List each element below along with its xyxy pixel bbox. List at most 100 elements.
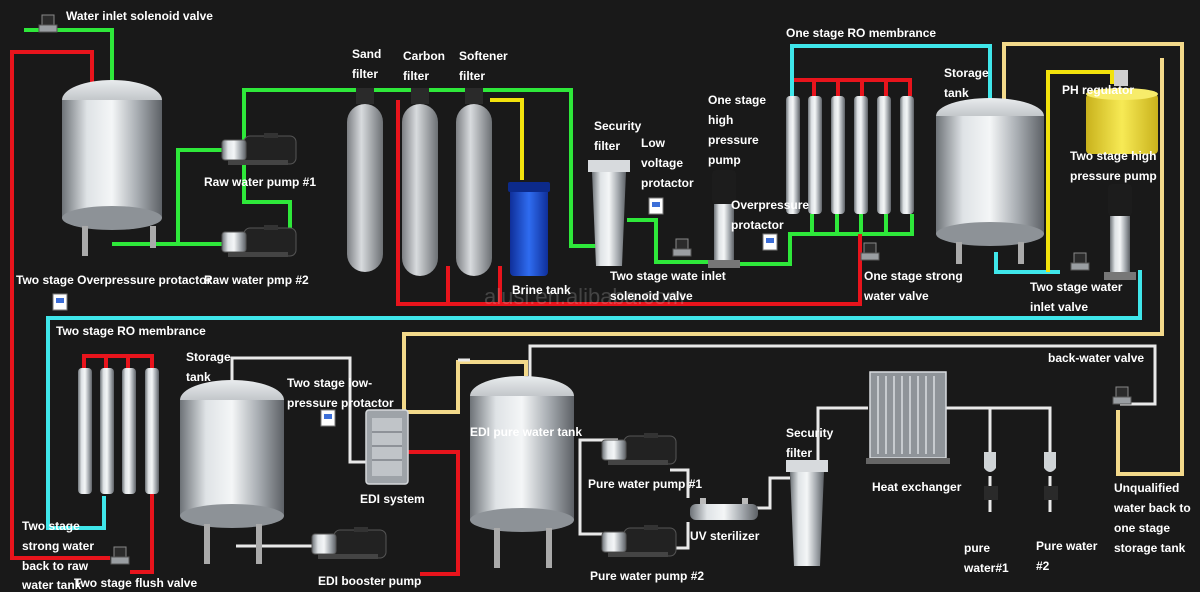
filter-drain bbox=[446, 266, 502, 304]
label-unqualified-water-c: one stage bbox=[1114, 521, 1170, 535]
permeate-pipes bbox=[46, 44, 1142, 530]
unqualified-loop bbox=[1002, 42, 1184, 476]
label-low-voltage: Low bbox=[641, 136, 666, 150]
label-carbon-filter: Carbon bbox=[403, 49, 445, 63]
two-stage-high-pressure-pump bbox=[1104, 184, 1136, 280]
label-storage-tank-2: Storage bbox=[186, 350, 231, 364]
ph-dosing-line bbox=[490, 70, 1114, 272]
label-back-water-valve: back-water valve bbox=[1048, 351, 1144, 365]
filter-to-heat bbox=[816, 406, 868, 460]
label-two-stage-overpressure: Two stage Overpressure protactor bbox=[16, 273, 212, 287]
check-valve-icon bbox=[1112, 386, 1132, 405]
storage2-to-edi bbox=[230, 356, 378, 464]
storage-tank-1 bbox=[936, 98, 1044, 264]
label-overpressure-b: protactor bbox=[731, 218, 784, 232]
pressure-switch-icon bbox=[762, 233, 778, 251]
pump-motor-icon bbox=[311, 526, 387, 560]
pure-water-outlet-2 bbox=[1044, 452, 1058, 500]
label-security-filter-1: Security bbox=[594, 119, 642, 133]
pump-motor-icon bbox=[221, 132, 297, 166]
solenoid-valve-icon bbox=[110, 546, 130, 565]
label-edi-booster-pump: EDI booster pump bbox=[318, 574, 421, 588]
labels: Water inlet solenoid valve Raw water pum… bbox=[16, 9, 1191, 592]
ro1-top-permeate bbox=[790, 44, 992, 102]
brine-tank bbox=[508, 182, 550, 276]
label-unqualified-water-b: water back to bbox=[1113, 501, 1191, 515]
uv-to-filter bbox=[756, 476, 790, 510]
label-two-stage-water-inlet: Two stage water bbox=[1030, 280, 1123, 294]
sand-filter bbox=[347, 88, 383, 272]
label-two-stage-strong: Two stage bbox=[22, 519, 80, 533]
uv-sterilizer bbox=[690, 498, 758, 520]
label-edi-pure-water-tank: EDI pure water tank bbox=[470, 425, 582, 439]
unqualified-return bbox=[402, 58, 1164, 412]
ph-regulator-tank bbox=[1086, 70, 1158, 154]
label-one-stage-hp-c: pressure bbox=[708, 133, 759, 147]
label-one-stage-hp-b: high bbox=[708, 113, 733, 127]
ro1-top-manifold bbox=[790, 78, 912, 96]
label-heat-exchanger: Heat exchanger bbox=[872, 480, 962, 494]
pump-motor-icon bbox=[221, 224, 297, 258]
ro2-concentrate-out bbox=[130, 494, 154, 574]
label-two-stage-ro: Two stage RO membrance bbox=[56, 324, 206, 338]
label-storage-tank-1-b: tank bbox=[944, 86, 969, 100]
label-two-stage-strong-d: water tank bbox=[21, 578, 82, 592]
outlet-lines bbox=[988, 476, 1052, 512]
edi-concentrate bbox=[404, 450, 460, 576]
label-overpressure: Overpressure bbox=[731, 198, 809, 212]
label-softener-filter: Softener bbox=[459, 49, 508, 63]
edi-system bbox=[365, 409, 409, 485]
pressure-switch-icon bbox=[52, 293, 68, 311]
label-pure-water-pump-1: Pure water pump #1 bbox=[588, 477, 702, 491]
label-sand-filter: Sand bbox=[352, 47, 381, 61]
concentrate-pipes bbox=[10, 50, 912, 576]
label-pure-water-2: Pure water bbox=[1036, 539, 1098, 553]
security-to-hp bbox=[627, 218, 715, 264]
solenoid-valve-icon bbox=[1070, 252, 1090, 271]
label-raw-water-pump-1: Raw water pump #1 bbox=[204, 175, 316, 189]
label-raw-water-pump-2: Raw water pmp #2 bbox=[204, 273, 309, 287]
solenoid-valve-icon bbox=[38, 14, 58, 33]
label-two-stage-flush-valve: Two stage flush valve bbox=[74, 576, 197, 590]
two-stage-ro-membranes bbox=[78, 368, 159, 494]
label-two-stage-inlet-solenoid-b: solenoid valve bbox=[610, 289, 693, 303]
raw-pump-header bbox=[112, 148, 232, 246]
label-carbon-filter-2: filter bbox=[403, 69, 429, 83]
label-sand-filter-2: filter bbox=[352, 67, 378, 81]
pressure-switch-icon bbox=[320, 409, 336, 427]
raw-water-tank bbox=[62, 80, 162, 256]
distribution-pipes bbox=[230, 344, 1157, 550]
two-stage-feed bbox=[46, 270, 1142, 530]
label-storage-tank-1: Storage bbox=[944, 66, 989, 80]
back-water-loop bbox=[528, 344, 1157, 406]
hp-to-ro1 bbox=[740, 214, 914, 266]
label-brine-tank: Brine tank bbox=[512, 283, 571, 297]
security-filter-2 bbox=[786, 460, 828, 566]
equipment bbox=[62, 70, 1158, 568]
pressure-switch-icon bbox=[648, 197, 664, 215]
label-water-inlet-solenoid-valve: Water inlet solenoid valve bbox=[66, 9, 213, 23]
label-one-stage-ro: One stage RO membrance bbox=[786, 26, 936, 40]
label-low-voltage-c: protactor bbox=[641, 176, 694, 190]
ro2-permeate bbox=[82, 496, 106, 530]
pump-motor-icon bbox=[601, 524, 677, 558]
solenoid-valve-icon bbox=[860, 242, 880, 261]
label-two-stage-water-inlet-b: inlet valve bbox=[1030, 300, 1088, 314]
heat-to-outlets bbox=[940, 406, 1052, 452]
label-pure-water-1-b: water#1 bbox=[963, 561, 1009, 575]
inlet-pipe bbox=[24, 28, 114, 82]
pump-motor-icon bbox=[601, 432, 677, 466]
label-two-stage-strong-b: strong water bbox=[22, 539, 94, 553]
label-two-stage-strong-c: back to raw bbox=[22, 559, 89, 573]
label-security-filter-2-b: filter bbox=[786, 446, 812, 460]
two-stage-return-to-raw bbox=[10, 50, 110, 560]
label-pure-water-2-b: #2 bbox=[1036, 559, 1050, 573]
label-storage-tank-2-b: tank bbox=[186, 370, 211, 384]
label-pure-water-1: pure bbox=[964, 541, 990, 555]
label-two-stage-hp-b: pressure pump bbox=[1070, 169, 1157, 183]
watermark: alusi.en.alibaba.com bbox=[484, 284, 685, 309]
label-two-stage-low-pressure: Two stage low- bbox=[287, 376, 372, 390]
label-pure-water-pump-2: Pure water pump #2 bbox=[590, 569, 704, 583]
label-ph-regulator: PH regulator bbox=[1062, 83, 1134, 97]
